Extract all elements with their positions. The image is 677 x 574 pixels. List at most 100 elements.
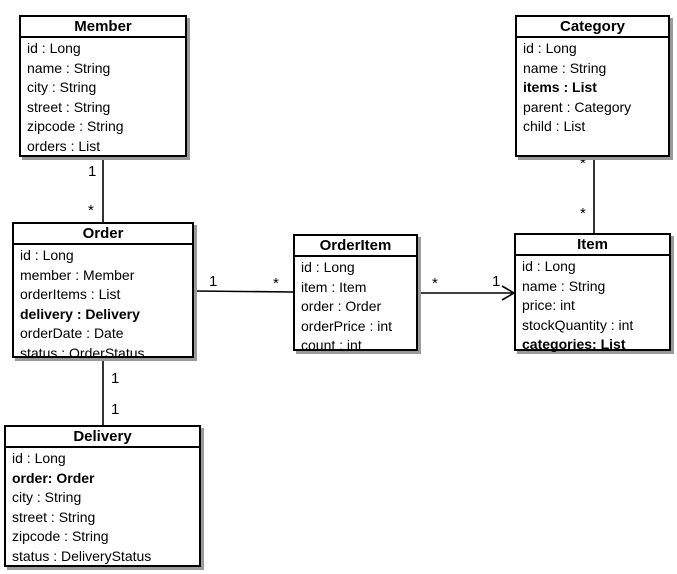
attribute-separator: : — [552, 297, 561, 313]
attribute-separator: : — [558, 59, 570, 76]
attribute-separator: : — [559, 79, 573, 95]
attribute-separator: : — [48, 79, 60, 95]
attribute-separator: : — [62, 98, 74, 115]
attribute-type: String — [44, 489, 82, 505]
attribute-name: orderDate — [20, 325, 83, 341]
attribute-type: List — [98, 286, 121, 302]
attribute-name: item — [301, 278, 328, 295]
order-orderitem-multiplicity-orderitem: * — [273, 275, 279, 292]
attribute-row: status : OrderStatus — [20, 344, 187, 364]
attribute-separator: : — [592, 336, 601, 352]
attribute-separator: : — [22, 450, 35, 466]
attribute-type: Order — [56, 469, 95, 486]
attribute-type: List — [563, 118, 586, 134]
orderitem-item-multiplicity-orderitem: * — [432, 275, 438, 292]
attribute-row: name : String — [522, 277, 664, 297]
attribute-separator: : — [60, 528, 72, 544]
attribute-name: price — [522, 297, 553, 313]
attribute-name: parent — [523, 98, 563, 115]
attribute-name: street — [27, 98, 63, 115]
attribute-name: city — [12, 489, 33, 505]
attribute-name: order — [12, 469, 48, 486]
attribute-separator: : — [72, 305, 86, 322]
attribute-type: String — [86, 118, 124, 134]
attribute-type: String — [73, 59, 111, 76]
attribute-type: OrderStatus — [69, 344, 145, 361]
attribute-type: Long — [42, 247, 74, 263]
attribute-row: member : Member — [20, 266, 187, 286]
attribute-type: Category — [574, 98, 632, 115]
category-item-multiplicity-category: * — [580, 155, 586, 172]
member-order-multiplicity-member: 1 — [88, 163, 97, 180]
attribute-type: Item — [339, 278, 367, 295]
attribute-row: orders : List — [27, 137, 180, 157]
attribute-type: Member — [83, 266, 135, 283]
order-delivery-multiplicity-delivery: 1 — [111, 401, 120, 418]
attribute-separator: : — [71, 266, 84, 283]
attribute-row: city : String — [27, 78, 180, 98]
attribute-separator: : — [551, 118, 564, 134]
attribute-row: name : String — [523, 59, 663, 79]
attribute-type: Order — [345, 298, 382, 314]
category-item-multiplicity-item: * — [580, 205, 586, 222]
attribute-name: order — [301, 298, 334, 314]
attribute-separator: : — [47, 508, 59, 525]
attribute-separator: : — [30, 247, 43, 263]
attribute-row: categories: List — [522, 335, 664, 355]
attribute-name: id — [522, 258, 533, 274]
attribute-type: List — [78, 137, 101, 154]
attribute-separator: : — [532, 258, 545, 274]
attribute-name: name — [522, 277, 558, 294]
attribute-separator: : — [75, 118, 87, 134]
attribute-separator: : — [33, 489, 45, 505]
attribute-row: parent : Category — [523, 98, 663, 118]
attribute-row: order: Order — [12, 469, 194, 489]
attribute-row: items : List — [523, 78, 663, 98]
attribute-type: String — [58, 508, 96, 525]
attribute-type: int — [618, 316, 634, 333]
attribute-type: int — [560, 297, 575, 313]
class-title: Item — [516, 235, 669, 256]
attribute-name: categories — [522, 336, 593, 352]
attribute-separator: : — [37, 40, 50, 56]
attribute-name: child — [523, 118, 552, 134]
attribute-name: zipcode — [27, 118, 76, 134]
attribute-row: id : Long — [12, 449, 194, 469]
attribute-row: stockQuantity : int — [522, 316, 664, 336]
attribute-name: name — [523, 59, 559, 76]
attribute-type: Long — [544, 258, 576, 274]
member-order-multiplicity-order: * — [88, 202, 94, 219]
attribute-row: id : Long — [27, 39, 180, 59]
attribute-separator: : — [311, 259, 324, 275]
attribute-type: String — [71, 528, 109, 544]
attribute-type: Long — [49, 40, 81, 56]
attribute-row: id : Long — [20, 246, 187, 266]
attribute-name: stockQuantity — [522, 316, 607, 333]
attribute-separator: : — [365, 317, 378, 334]
attribute-separator: : — [66, 137, 79, 154]
attribute-name: delivery — [20, 305, 73, 322]
attribute-separator: : — [82, 325, 94, 341]
attribute-row: street : String — [27, 98, 180, 118]
attribute-type: Long — [34, 450, 66, 466]
attribute-row: item : Item — [301, 278, 411, 298]
attribute-type: Delivery — [85, 305, 140, 322]
attribute-row: child : List — [523, 117, 663, 137]
attribute-row: orderDate : Date — [20, 324, 187, 344]
attribute-type: int — [377, 317, 393, 334]
attribute-row: order : Order — [301, 297, 411, 317]
attribute-name: id — [523, 40, 534, 56]
attribute-type: String — [569, 59, 607, 76]
attribute-separator: : — [562, 98, 575, 115]
attribute-type: Long — [323, 259, 355, 275]
attribute-row: city : String — [12, 488, 194, 508]
attribute-row: zipcode : String — [27, 117, 180, 137]
attribute-name: name — [27, 59, 63, 76]
